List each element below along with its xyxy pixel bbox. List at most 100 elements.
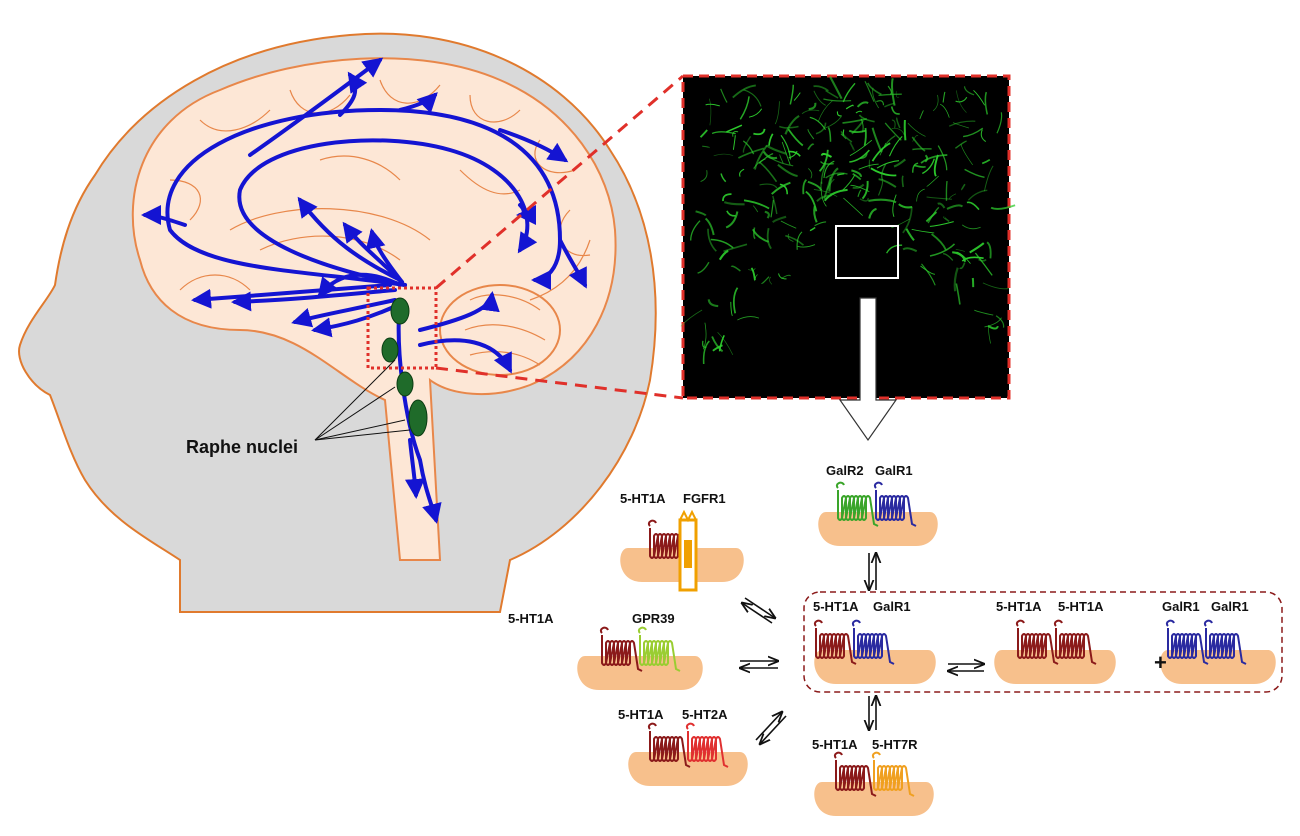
eq-arrow-ht2a bbox=[755, 712, 787, 744]
micrograph-cell-process bbox=[771, 215, 787, 224]
micrograph-cell-process bbox=[926, 196, 952, 200]
micrograph-cell-process bbox=[856, 101, 869, 108]
micrograph-cell-process bbox=[961, 256, 984, 262]
micrograph-cell-process bbox=[697, 261, 710, 274]
micrograph-cell-process bbox=[753, 227, 756, 240]
micrograph-cell-process bbox=[943, 216, 950, 223]
micrograph-cell-process bbox=[982, 282, 1009, 290]
complex-homo-ht1a-receptor-a bbox=[1015, 619, 1059, 665]
micrograph-cell-process bbox=[863, 127, 867, 146]
complex-homo-ht1a bbox=[994, 619, 1116, 684]
micrograph-cell-process bbox=[913, 164, 926, 168]
micrograph-cell-process bbox=[920, 265, 935, 275]
micrograph-cell-process bbox=[842, 117, 867, 124]
micrograph-cell-process bbox=[995, 315, 1005, 328]
micrograph-cell-process bbox=[925, 211, 938, 223]
micrograph-cell-process bbox=[956, 90, 967, 113]
micrograph-cell-process bbox=[891, 218, 911, 229]
pathway-mid-4 bbox=[317, 272, 402, 299]
micrograph-cell-process bbox=[788, 150, 801, 157]
serotonin-pathways bbox=[141, 57, 587, 524]
micrograph-cell-process bbox=[952, 122, 969, 129]
micrograph-cell-process bbox=[771, 181, 791, 195]
micrograph-cell-process bbox=[852, 173, 862, 181]
micrograph-frame bbox=[681, 74, 1011, 400]
complex-ht7r-membrane bbox=[814, 782, 934, 816]
micrograph-cell-process bbox=[823, 188, 848, 202]
micrograph-cell-process bbox=[929, 221, 954, 227]
micrograph-cell-process bbox=[933, 154, 939, 177]
label-homo-ht1a-right: 5-HT1A bbox=[1058, 599, 1104, 614]
micrograph-cell-process bbox=[700, 170, 708, 183]
micrograph-cell-process bbox=[974, 309, 994, 316]
pathway-mid-1 bbox=[297, 196, 402, 282]
micrograph-cell-process bbox=[912, 162, 919, 173]
micrograph-cell-process bbox=[807, 143, 815, 150]
micrograph-cell-process bbox=[960, 143, 973, 166]
label-fgfr1-left: 5-HT1A bbox=[620, 491, 666, 506]
micrograph-cell-process bbox=[851, 169, 863, 177]
micrograph-cell-process bbox=[836, 172, 845, 176]
micrograph-cell-process bbox=[739, 168, 745, 177]
micrograph-cell-process bbox=[867, 82, 882, 96]
micrograph-cell-process bbox=[823, 160, 835, 179]
micrograph-cell-process bbox=[849, 149, 870, 163]
micrograph-cell-process bbox=[937, 202, 946, 209]
micrograph-cell-process bbox=[743, 199, 770, 210]
micrograph-cell-process bbox=[921, 158, 935, 175]
receptor-complexes bbox=[577, 481, 1276, 816]
micrograph-cell-process bbox=[813, 189, 838, 197]
micrograph-cell-process bbox=[780, 220, 797, 229]
zoom-line-bottom bbox=[435, 366, 684, 400]
label-ht7r-right: 5-HT7R bbox=[872, 737, 918, 752]
micrograph-cell-process bbox=[732, 287, 739, 314]
micrograph-cell-process bbox=[879, 142, 887, 156]
plus-sign: + bbox=[1154, 650, 1167, 675]
micrograph-cell-process bbox=[808, 168, 813, 179]
micrograph-cell-process bbox=[778, 125, 799, 129]
micrograph-cell-process bbox=[753, 128, 766, 136]
brain-cerebrum bbox=[131, 57, 617, 561]
complex-ht7r bbox=[814, 751, 934, 816]
micrograph-cell-process bbox=[730, 265, 741, 272]
micrograph-cell-process bbox=[809, 116, 826, 131]
micrograph-cell-process bbox=[766, 228, 772, 250]
label-gpr39-left: 5-HT1A bbox=[508, 611, 554, 626]
micrograph-cell-process bbox=[861, 180, 869, 200]
micrograph-cell-process bbox=[884, 122, 902, 141]
micrograph-cell-process bbox=[695, 210, 707, 217]
micrograph-cell-process bbox=[781, 274, 791, 279]
micrograph-cell-process bbox=[781, 141, 791, 165]
micrograph-cell-process bbox=[959, 262, 966, 270]
micrograph-cell-process bbox=[911, 136, 926, 152]
micrograph-cell-process bbox=[843, 197, 863, 216]
raphe-nucleus-2 bbox=[381, 337, 399, 363]
complex-ht2a-receptor-a bbox=[647, 722, 691, 768]
micrograph-cell-process bbox=[891, 78, 896, 106]
raphe-nucleus-1 bbox=[390, 297, 410, 325]
micrograph-cell-process bbox=[705, 103, 720, 107]
micrograph-cell-process bbox=[919, 110, 924, 120]
label-fgfr1-right: FGFR1 bbox=[683, 491, 726, 506]
zoom-line-top bbox=[435, 74, 684, 290]
pathway-top-3 bbox=[398, 92, 438, 114]
micrograph-cell-process bbox=[765, 144, 787, 155]
complex-galr2-membrane bbox=[818, 512, 938, 546]
micrograph-cell-process bbox=[789, 84, 795, 105]
pathway-inner-arc bbox=[237, 138, 538, 287]
micrograph-cell-process bbox=[793, 92, 801, 101]
micrograph-cell-process bbox=[704, 217, 715, 236]
micrograph-cell-process bbox=[787, 233, 794, 242]
raphe-nuclei-label: Raphe nuclei bbox=[186, 437, 298, 457]
label-homo-ht1a-left: 5-HT1A bbox=[996, 599, 1042, 614]
micrograph-cell-process bbox=[770, 199, 774, 218]
complex-ht7r-receptor-a bbox=[833, 751, 877, 797]
micrograph-cell-process bbox=[713, 153, 734, 157]
micrograph-cell-process bbox=[876, 100, 885, 106]
micrograph-cell-process bbox=[860, 152, 868, 160]
micrograph-cell-process bbox=[878, 93, 902, 97]
micrograph-cell-process bbox=[887, 85, 893, 95]
pathway-spine-2 bbox=[404, 438, 425, 499]
label-ht2a-right: 5-HT2A bbox=[682, 707, 728, 722]
